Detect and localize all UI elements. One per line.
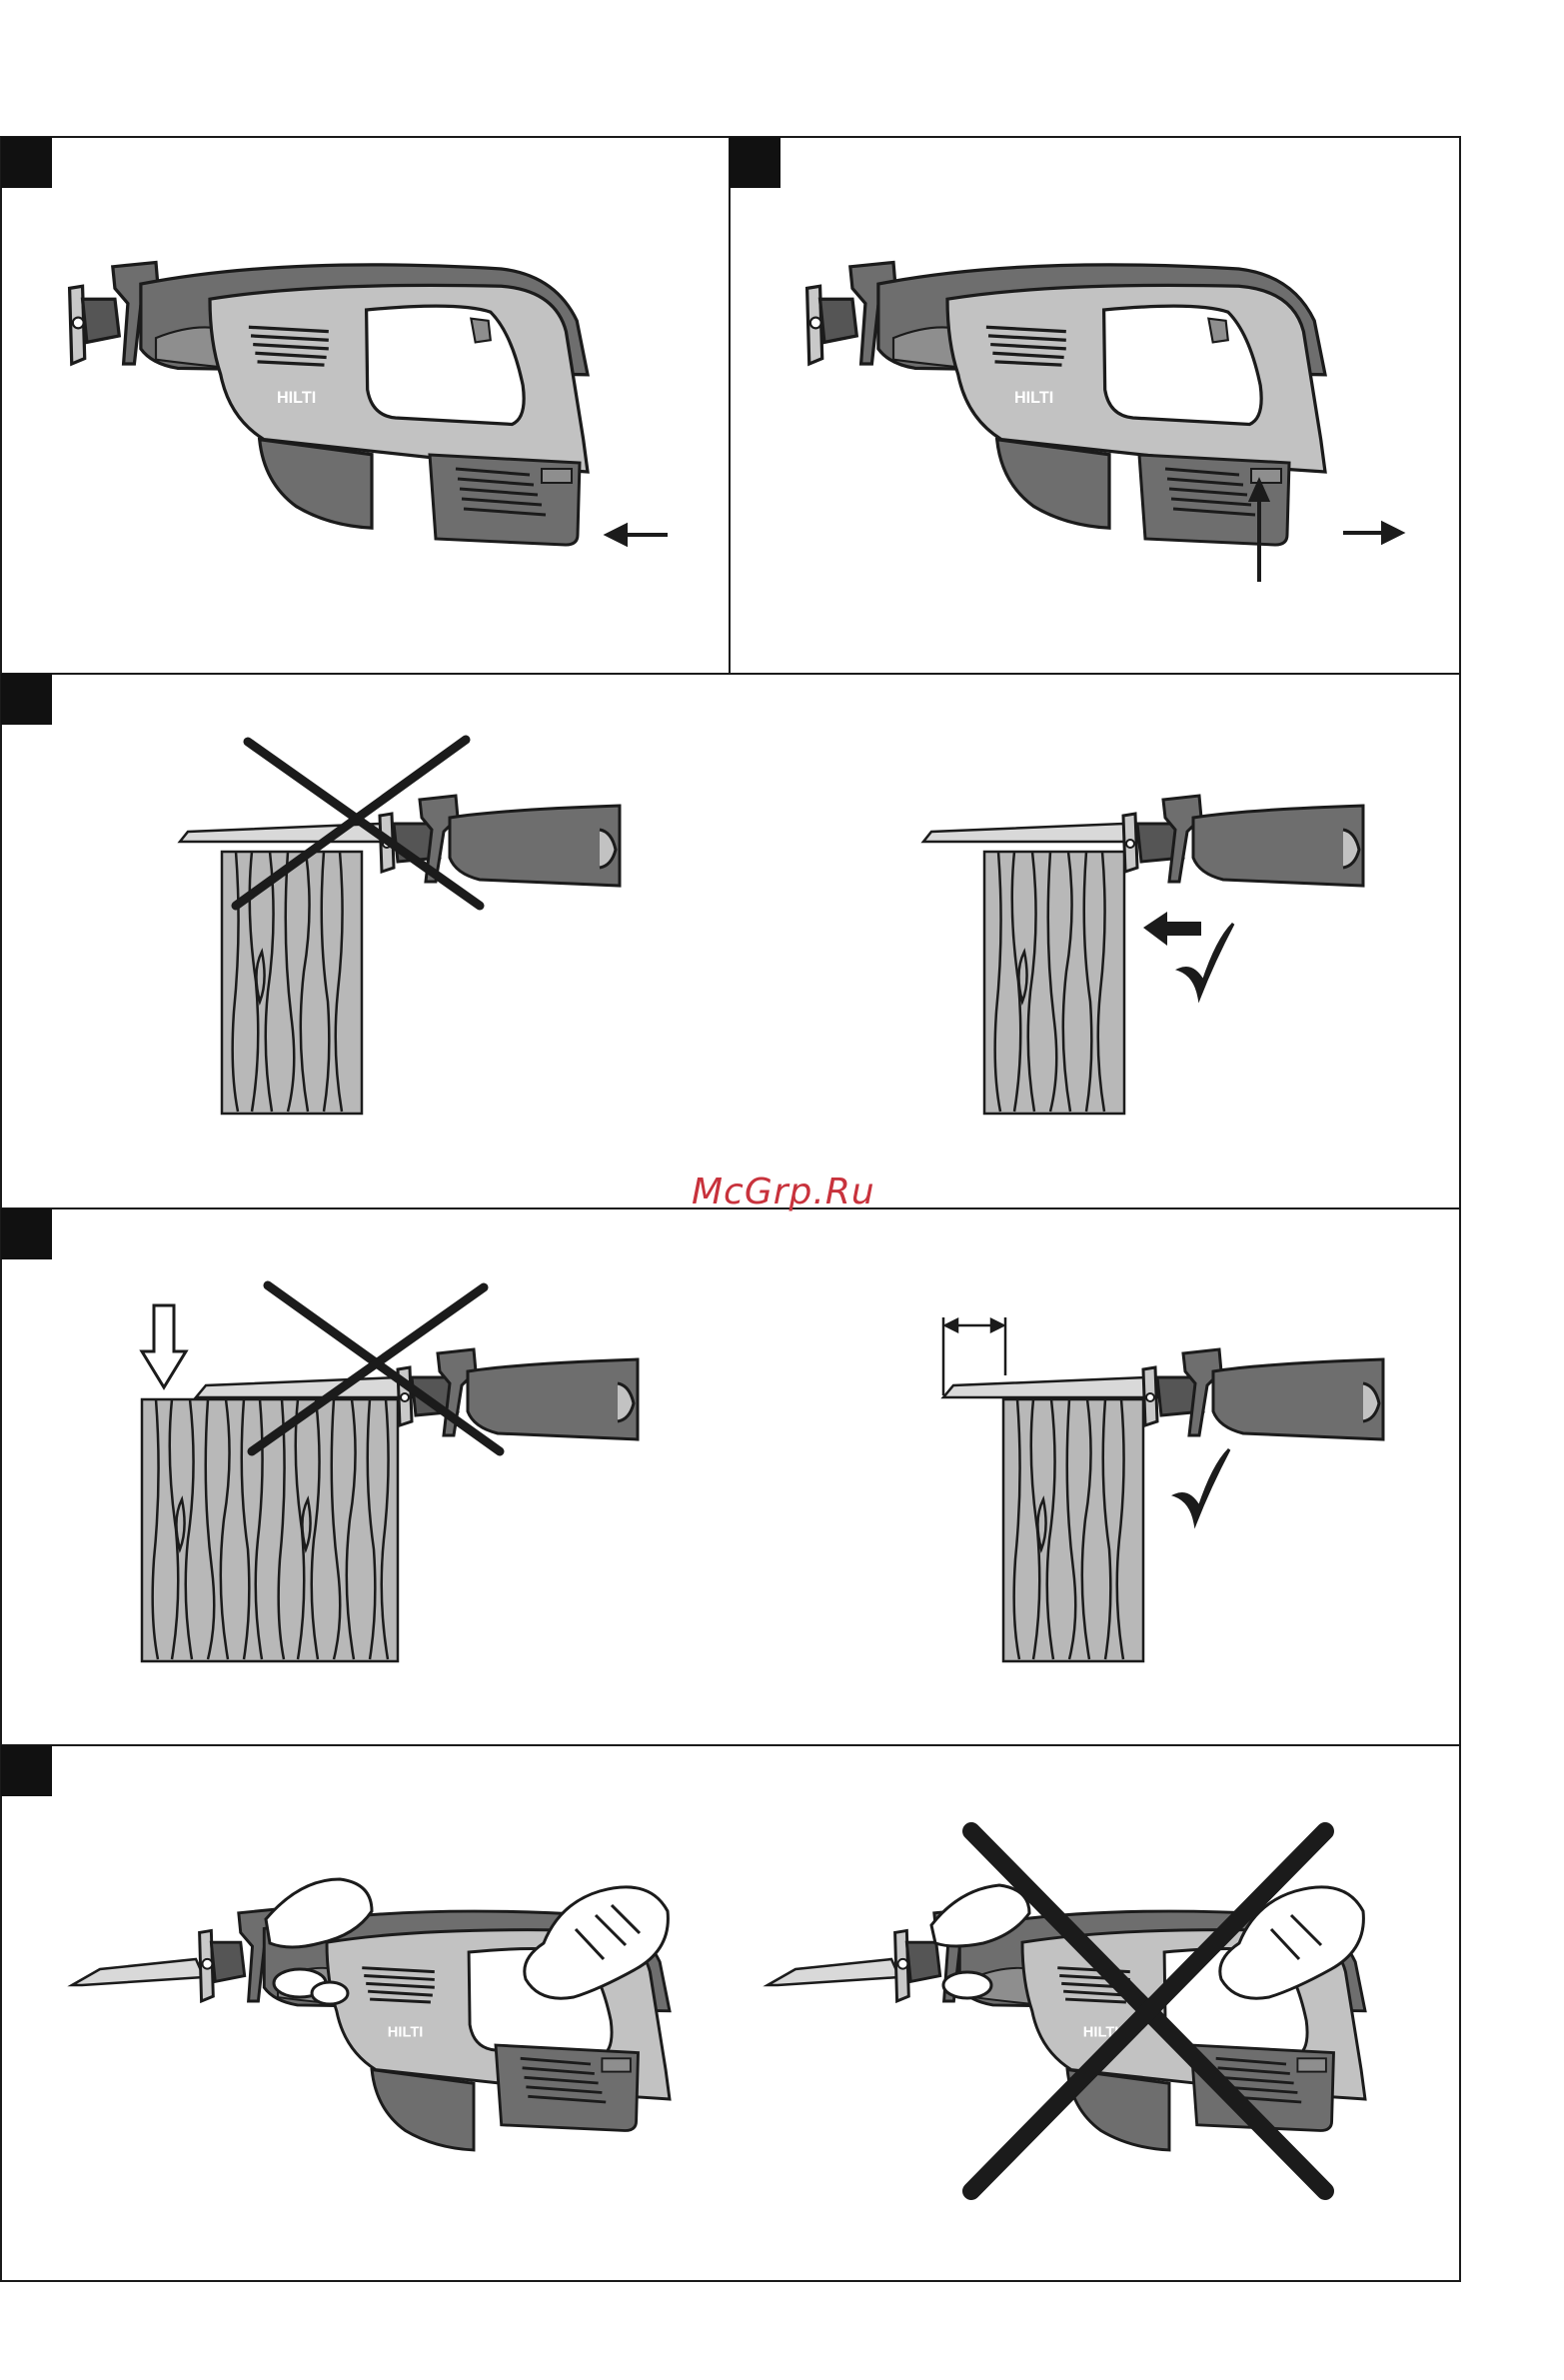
panel-2-battery-release (807, 262, 1401, 582)
panel-3-blade-against-workpiece (180, 740, 1363, 1114)
step-marker-5 (1, 1745, 52, 1796)
push-arrow-left-icon (1143, 912, 1201, 946)
step-marker-4 (1, 1208, 52, 1259)
battery-pack (430, 455, 580, 545)
saw-front (1143, 1349, 1383, 1439)
wood-block-right (1003, 1399, 1143, 1661)
panel-1-battery-insert (70, 262, 668, 545)
arrow-left-icon (608, 526, 668, 544)
saw-front (398, 1349, 638, 1439)
step-marker-3 (1, 674, 52, 725)
arrow-right-icon (1343, 524, 1401, 542)
panel-5-grip (72, 1831, 1365, 2191)
saw-blade (923, 824, 1139, 842)
wood-block-right (984, 852, 1124, 1114)
watermark: McGrp.Ru (692, 1172, 911, 1212)
step-marker-2 (730, 137, 781, 188)
battery-pack (496, 2045, 639, 2131)
panel-4-blade-length (142, 1285, 1383, 1661)
step-marker-1 (1, 137, 52, 188)
saw-blade (768, 1959, 899, 1985)
saw-blade (196, 1377, 414, 1397)
wood-block-left (222, 852, 362, 1114)
saw-front (380, 796, 620, 886)
press-down-arrow-icon (142, 1305, 186, 1387)
saw-blade (72, 1959, 204, 1985)
correct-check-icon (1175, 1449, 1229, 1523)
saw-blade (943, 1377, 1161, 1397)
saw-front (1123, 796, 1363, 886)
